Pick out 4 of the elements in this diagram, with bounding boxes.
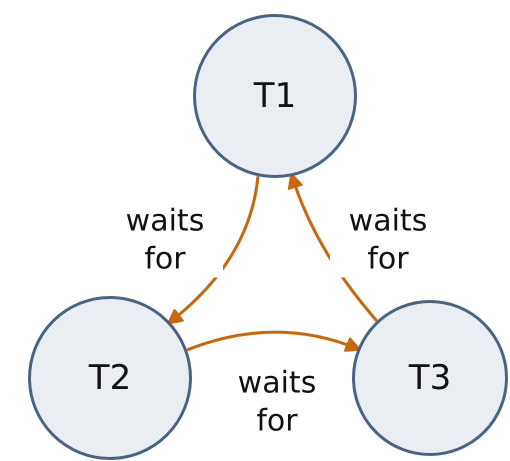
node-label: T1: [254, 76, 296, 116]
arrow: [166, 176, 260, 325]
node-label: T3: [408, 358, 452, 398]
node-label: T2: [88, 358, 132, 398]
